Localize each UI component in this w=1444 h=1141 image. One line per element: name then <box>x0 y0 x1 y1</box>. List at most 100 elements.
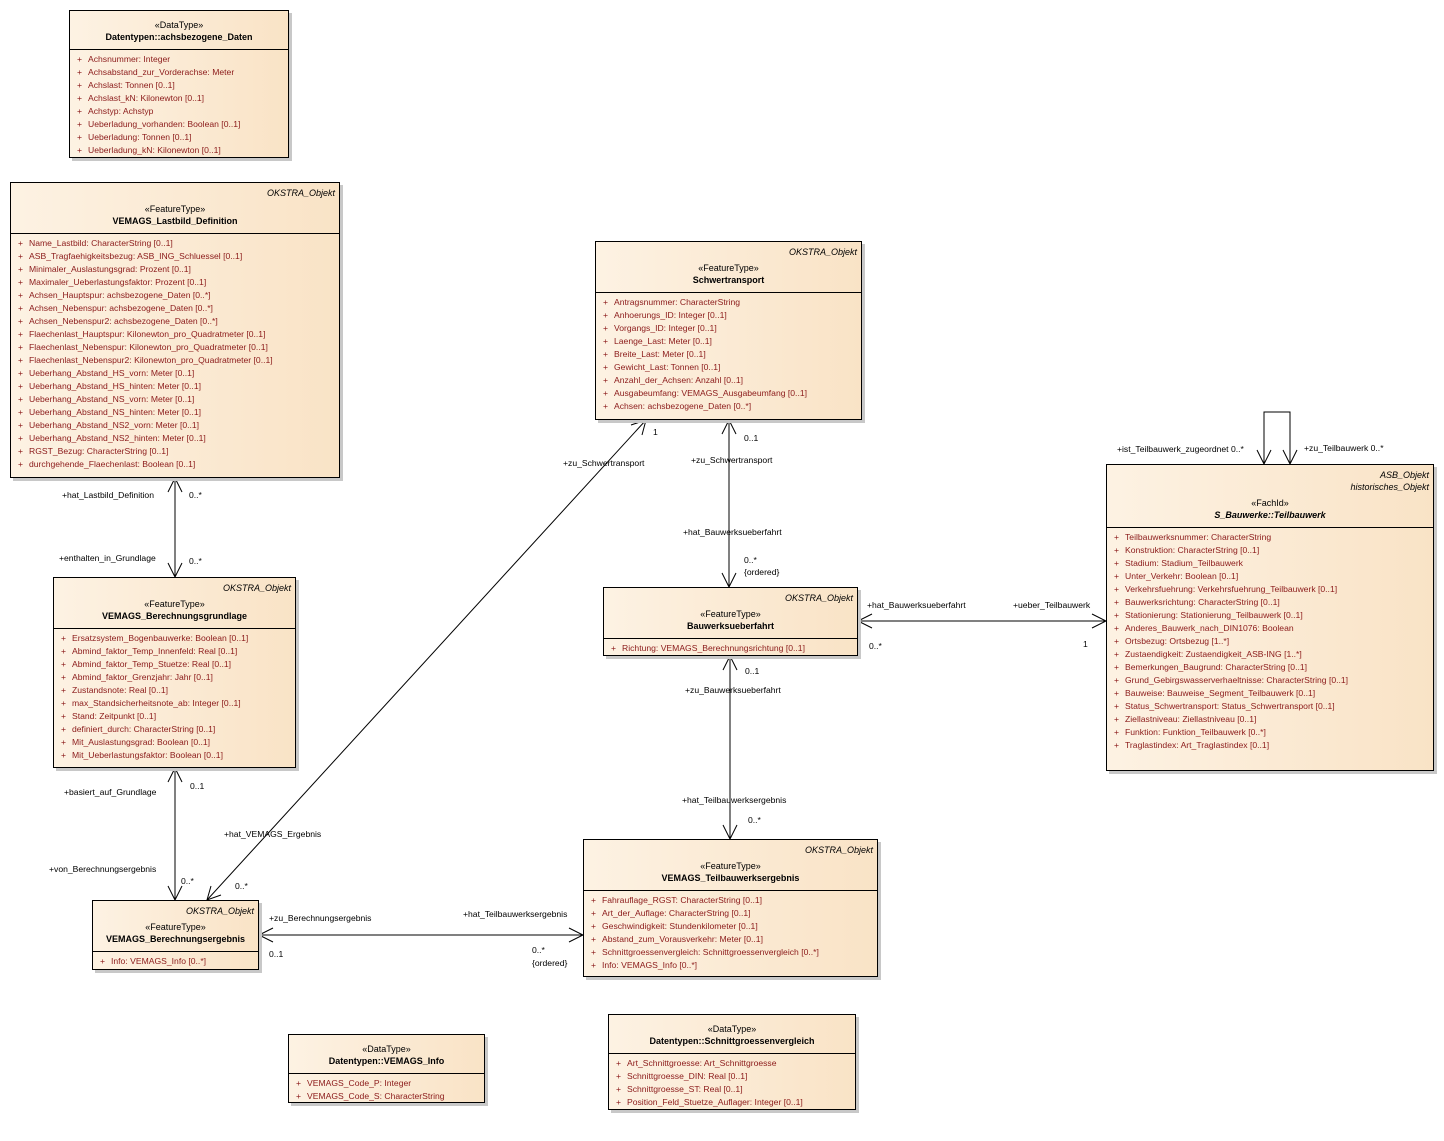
attribute-row[interactable]: +Zustandsnote: Real [0..1] <box>54 684 295 697</box>
attribute-row[interactable]: +Vorgangs_ID: Integer [0..1] <box>596 322 861 335</box>
attribute-row[interactable]: +Minimaler_Auslastungsgrad: Prozent [0..… <box>11 263 339 276</box>
attribute-row[interactable]: +Bauwerksrichtung: CharacterString [0..1… <box>1107 596 1433 609</box>
supertype-label: historisches_Objekt <box>1350 482 1429 492</box>
attribute-row[interactable]: +Ausgabeumfang: VEMAGS_Ausgabeumfang [0.… <box>596 387 861 400</box>
attribute-row[interactable]: +Ueberhang_Abstand_NS_hinten: Meter [0..… <box>11 406 339 419</box>
attribute-row[interactable]: +Art_der_Auflage: CharacterString [0..1] <box>584 907 877 920</box>
attribute-row[interactable]: +Bemerkungen_Baugrund: CharacterString [… <box>1107 661 1433 674</box>
attribute-text: Ueberladung_kN: Kilonewton [0..1] <box>88 145 221 155</box>
attribute-row[interactable]: +durchgehende_Flaechenlast: Boolean [0..… <box>11 458 339 471</box>
class-schnittgroessenvergleich[interactable]: «DataType» Datentypen::Schnittgroessenve… <box>608 1014 856 1110</box>
attribute-row[interactable]: +Stationierung: Stationierung_Teilbauwer… <box>1107 609 1433 622</box>
class-vemags-berechnungsgrundlage[interactable]: OKSTRA_Objekt «FeatureType» VEMAGS_Berec… <box>53 577 296 768</box>
attribute-row[interactable]: +Achslast: Tonnen [0..1] <box>70 79 288 92</box>
stereotype: «DataType» <box>707 1024 757 1034</box>
assoc-line-teilbauwerk-self[interactable] <box>1263 411 1291 464</box>
attribute-row[interactable]: +Ueberhang_Abstand_NS_vorn: Meter [0..1] <box>11 393 339 406</box>
attribute-row[interactable]: +Grund_Gebirgswasserverhaeltnisse: Chara… <box>1107 674 1433 687</box>
attribute-row[interactable]: +Traglastindex: Art_Traglastindex [0..1] <box>1107 739 1433 752</box>
attribute-row[interactable]: +VEMAGS_Code_S: CharacterString <box>289 1090 484 1103</box>
attribute-row[interactable]: +Flaechenlast_Nebenspur2: Kilonewton_pro… <box>11 354 339 367</box>
class-schwertransport[interactable]: OKSTRA_Objekt «FeatureType» Schwertransp… <box>595 241 862 420</box>
attribute-row[interactable]: +Ueberhang_Abstand_NS2_hinten: Meter [0.… <box>11 432 339 445</box>
class-bauwerksueberfahrt[interactable]: OKSTRA_Objekt «FeatureType» Bauwerksuebe… <box>603 587 858 656</box>
attribute-row[interactable]: +Flaechenlast_Nebenspur: Kilonewton_pro_… <box>11 341 339 354</box>
class-vemags-teilbauwerksergebnis[interactable]: OKSTRA_Objekt «FeatureType» VEMAGS_Teilb… <box>583 839 878 977</box>
attribute-row[interactable]: +definiert_durch: CharacterString [0..1] <box>54 723 295 736</box>
attribute-row[interactable]: +VEMAGS_Code_P: Integer <box>289 1077 484 1090</box>
attribute-text: Ortsbezug: Ortsbezug [1..*] <box>1125 636 1230 646</box>
attribute-row[interactable]: +Abmind_faktor_Temp_Stuetze: Real [0..1] <box>54 658 295 671</box>
role-label: +hat_Lastbild_Definition <box>62 490 154 500</box>
class-vemags-berechnungsergebnis[interactable]: OKSTRA_Objekt «FeatureType» VEMAGS_Berec… <box>92 900 259 970</box>
attribute-row[interactable]: +Anhoerungs_ID: Integer [0..1] <box>596 309 861 322</box>
attribute-row[interactable]: +Teilbauwerksnummer: CharacterString <box>1107 531 1433 544</box>
attribute-row[interactable]: +Abmind_faktor_Temp_Innenfeld: Real [0..… <box>54 645 295 658</box>
attribute-row[interactable]: +Name_Lastbild: CharacterString [0..1] <box>11 237 339 250</box>
attribute-row[interactable]: +Flaechenlast_Hauptspur: Kilonewton_pro_… <box>11 328 339 341</box>
public-visibility-icon: + <box>1113 675 1120 685</box>
attribute-row[interactable]: +Schnittgroesse_ST: Real [0..1] <box>609 1083 855 1096</box>
attribute-row[interactable]: +Achslast_kN: Kilonewton [0..1] <box>70 92 288 105</box>
attribute-row[interactable]: +Unter_Verkehr: Boolean [0..1] <box>1107 570 1433 583</box>
role-label: +zu_Bauwerksueberfahrt <box>685 685 781 695</box>
attribute-row[interactable]: +Schnittgroessenvergleich: Schnittgroess… <box>584 946 877 959</box>
attribute-row[interactable]: +Achsabstand_zur_Vorderachse: Meter <box>70 66 288 79</box>
public-visibility-icon: + <box>602 310 609 320</box>
attribute-row[interactable]: +Info: VEMAGS_Info [0..*] <box>584 959 877 972</box>
attribute-row[interactable]: +Mit_Ueberlastungsfaktor: Boolean [0..1] <box>54 749 295 762</box>
attribute-text: Ueberhang_Abstand_NS_hinten: Meter [0..1… <box>29 407 201 417</box>
attribute-row[interactable]: +Fahrauflage_RGST: CharacterString [0..1… <box>584 894 877 907</box>
attribute-row[interactable]: +Abmind_faktor_Grenzjahr: Jahr [0..1] <box>54 671 295 684</box>
attribute-row[interactable]: +Schnittgroesse_DIN: Real [0..1] <box>609 1070 855 1083</box>
attribute-row[interactable]: +Richtung: VEMAGS_Berechnungsrichtung [0… <box>604 642 857 655</box>
attribute-row[interactable]: +Breite_Last: Meter [0..1] <box>596 348 861 361</box>
assoc-line-schwertransport-ergebnis[interactable] <box>206 419 647 901</box>
attribute-row[interactable]: +Achstyp: Achstyp <box>70 105 288 118</box>
attribute-row[interactable]: +Achsen: achsbezogene_Daten [0..*] <box>596 400 861 413</box>
attribute-row[interactable]: +Maximaler_Ueberlastungsfaktor: Prozent … <box>11 276 339 289</box>
attribute-row[interactable]: +Achsen_Nebenspur: achsbezogene_Daten [0… <box>11 302 339 315</box>
attribute-row[interactable]: +Konstruktion: CharacterString [0..1] <box>1107 544 1433 557</box>
attribute-row[interactable]: +Ziellastniveau: Ziellastniveau [0..1] <box>1107 713 1433 726</box>
attribute-row[interactable]: +Laenge_Last: Meter [0..1] <box>596 335 861 348</box>
attribute-row[interactable]: +Antragsnummer: CharacterString <box>596 296 861 309</box>
attribute-row[interactable]: +ASB_Tragfaehigkeitsbezug: ASB_ING_Schlu… <box>11 250 339 263</box>
attribute-row[interactable]: +Geschwindigkeit: Stundenkilometer [0..1… <box>584 920 877 933</box>
attribute-row[interactable]: +Achsnummer: Integer <box>70 53 288 66</box>
public-visibility-icon: + <box>615 1097 622 1107</box>
attribute-row[interactable]: +Art_Schnittgroesse: Art_Schnittgroesse <box>609 1057 855 1070</box>
class-teilbauwerk[interactable]: ASB_Objekt historisches_Objekt «FachId» … <box>1106 464 1434 771</box>
attribute-row[interactable]: +max_Standsicherheitsnote_ab: Integer [0… <box>54 697 295 710</box>
attribute-row[interactable]: +Funktion: Funktion_Teilbauwerk [0..*] <box>1107 726 1433 739</box>
class-vemags-lastbild-definition[interactable]: OKSTRA_Objekt «FeatureType» VEMAGS_Lastb… <box>10 182 340 478</box>
attribute-row[interactable]: +RGST_Bezug: CharacterString [0..1] <box>11 445 339 458</box>
attribute-row[interactable]: +Ueberhang_Abstand_NS2_vorn: Meter [0..1… <box>11 419 339 432</box>
attribute-row[interactable]: +Status_Schwertransport: Status_Schwertr… <box>1107 700 1433 713</box>
attribute-row[interactable]: +Info: VEMAGS_Info [0..*] <box>93 955 258 968</box>
attribute-row[interactable]: +Achsen_Nebenspur2: achsbezogene_Daten [… <box>11 315 339 328</box>
attribute-row[interactable]: +Anderes_Bauwerk_nach_DIN1076: Boolean <box>1107 622 1433 635</box>
attribute-row[interactable]: +Bauweise: Bauweise_Segment_Teilbauwerk … <box>1107 687 1433 700</box>
attribute-row[interactable]: +Anzahl_der_Achsen: Anzahl [0..1] <box>596 374 861 387</box>
attribute-row[interactable]: +Zustaendigkeit: Zustaendigkeit_ASB-ING … <box>1107 648 1433 661</box>
attribute-row[interactable]: +Mit_Auslastungsgrad: Boolean [0..1] <box>54 736 295 749</box>
attribute-row[interactable]: +Stadium: Stadium_Teilbauwerk <box>1107 557 1433 570</box>
attribute-row[interactable]: +Gewicht_Last: Tonnen [0..1] <box>596 361 861 374</box>
attribute-row[interactable]: +Stand: Zeitpunkt [0..1] <box>54 710 295 723</box>
multiplicity-label: 0..* <box>181 876 194 886</box>
attribute-row[interactable]: +Ueberhang_Abstand_HS_vorn: Meter [0..1] <box>11 367 339 380</box>
attribute-row[interactable]: +Ueberladung_vorhanden: Boolean [0..1] <box>70 118 288 131</box>
attribute-row[interactable]: +Ortsbezug: Ortsbezug [1..*] <box>1107 635 1433 648</box>
attribute-row[interactable]: +Achsen_Hauptspur: achsbezogene_Daten [0… <box>11 289 339 302</box>
attribute-row[interactable]: +Ueberladung: Tonnen [0..1] <box>70 131 288 144</box>
attribute-row[interactable]: +Abstand_zum_Vorausverkehr: Meter [0..1] <box>584 933 877 946</box>
attribute-row[interactable]: +Verkehrsfuehrung: Verkehrsfuehrung_Teil… <box>1107 583 1433 596</box>
class-header: «DataType» Datentypen::achsbezogene_Date… <box>70 11 288 50</box>
attribute-row[interactable]: +Ueberhang_Abstand_HS_hinten: Meter [0..… <box>11 380 339 393</box>
attribute-row[interactable]: +Ersatzsystem_Bogenbauwerke: Boolean [0.… <box>54 632 295 645</box>
attribute-row[interactable]: +Position_Feld_Stuetze_Auflager: Integer… <box>609 1096 855 1109</box>
class-achsbezogene-daten[interactable]: «DataType» Datentypen::achsbezogene_Date… <box>69 10 289 158</box>
class-vemags-info[interactable]: «DataType» Datentypen::VEMAGS_Info +VEMA… <box>288 1034 485 1103</box>
attribute-row[interactable]: +Ueberladung_kN: Kilonewton [0..1] <box>70 144 288 157</box>
